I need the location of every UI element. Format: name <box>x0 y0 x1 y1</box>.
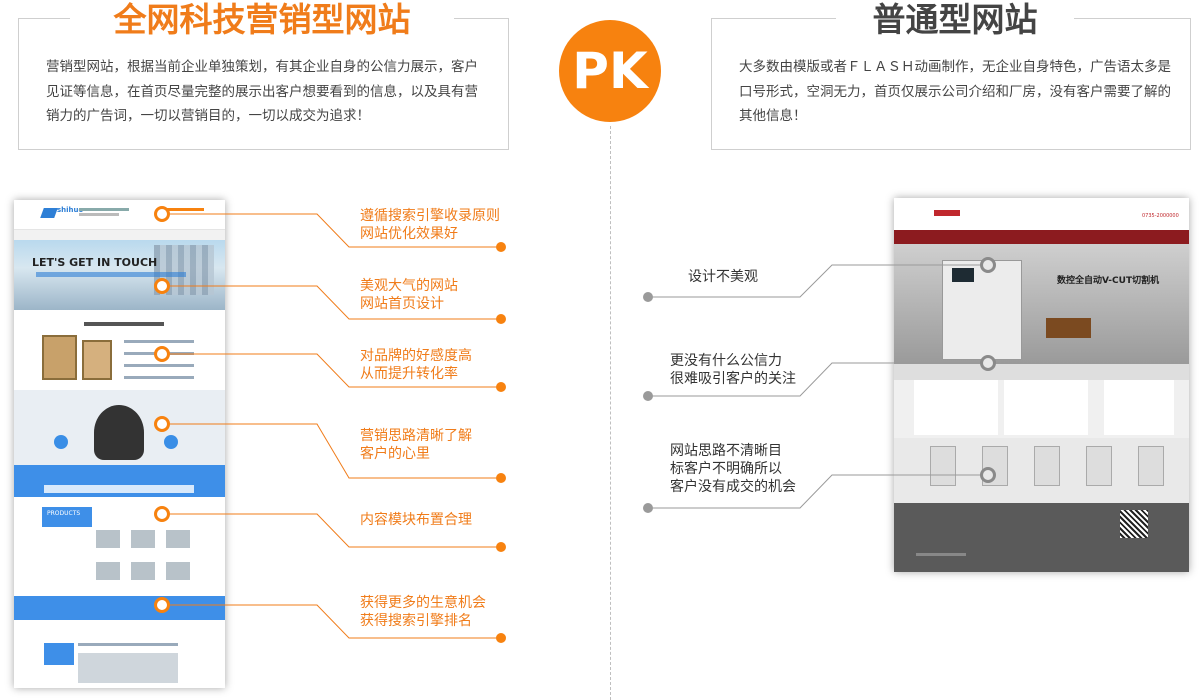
callout-label-4b: 客户的心里 <box>360 446 430 462</box>
callout-label-3b: 从而提升转化率 <box>360 366 458 382</box>
callout-label-3a: 对品牌的好感度高 <box>360 348 472 364</box>
preview-banner: 数控全自动V-CUT切割机 <box>1057 276 1160 286</box>
callout-label-5a: 内容模块布置合理 <box>360 512 472 528</box>
callout-label-4a: 营销思路清晰了解 <box>360 428 472 444</box>
callout-dot-3 <box>496 382 506 392</box>
marketing-site-preview: shihuo LET'S GET IN TOUCH PRODUCTS <box>14 200 225 688</box>
callout-dot-1 <box>496 242 506 252</box>
right-title: 普通型网站 <box>836 0 1074 42</box>
callout-label-6b: 获得搜索引擎排名 <box>360 613 472 629</box>
right-label-3b: 标客户不明确所以 <box>670 461 782 477</box>
callout-dot-6 <box>496 633 506 643</box>
right-marker-2 <box>980 355 996 371</box>
right-label-3a: 网站思路不清晰目 <box>670 443 782 459</box>
right-marker-3 <box>980 467 996 483</box>
callout-dot-5 <box>496 542 506 552</box>
right-dot-3 <box>643 503 653 513</box>
callout-marker-1 <box>154 206 170 222</box>
preview-products-label: PRODUCTS <box>47 510 81 517</box>
callout-marker-6 <box>154 597 170 613</box>
pk-badge: PK <box>559 20 661 122</box>
right-marker-1 <box>980 257 996 273</box>
callout-label-6a: 获得更多的生意机会 <box>360 595 486 611</box>
callout-label-2b: 网站首页设计 <box>360 296 444 312</box>
center-divider <box>610 126 611 700</box>
left-title: 全网科技营销型网站 <box>70 0 454 42</box>
callout-label-1b: 网站优化效果好 <box>360 226 458 242</box>
callout-marker-4 <box>154 416 170 432</box>
callout-label-2a: 美观大气的网站 <box>360 278 458 294</box>
preview-phone: 0735-2000000 <box>1142 213 1179 219</box>
right-label-3c: 客户没有成交的机会 <box>670 479 796 495</box>
right-label-2b: 很难吸引客户的关注 <box>670 371 796 387</box>
callout-marker-2 <box>154 278 170 294</box>
right-label-1a: 设计不美观 <box>688 269 758 285</box>
callout-marker-3 <box>154 346 170 362</box>
preview-hero-text: LET'S GET IN TOUCH <box>32 256 158 269</box>
callout-marker-5 <box>154 506 170 522</box>
right-dot-1 <box>643 292 653 302</box>
left-description: 营销型网站，根据当前企业单独策划，有其企业自身的公信力展示，客户见证等信息，在首… <box>46 59 478 124</box>
callout-dot-2 <box>496 314 506 324</box>
callout-label-1a: 遵循搜索引擎收录原则 <box>360 208 500 224</box>
callout-dot-4 <box>496 473 506 483</box>
right-description: 大多数由模版或者ＦＬＡＳＨ动画制作，无企业自身特色，广告语太多是口号形式，空洞无… <box>739 59 1171 124</box>
preview-products-tab <box>42 507 92 527</box>
ordinary-site-preview: 0735-2000000 数控全自动V-CUT切割机 <box>894 198 1189 572</box>
right-label-2a: 更没有什么公信力 <box>670 353 782 369</box>
right-dot-2 <box>643 391 653 401</box>
preview-brand: shihuo <box>57 206 84 214</box>
